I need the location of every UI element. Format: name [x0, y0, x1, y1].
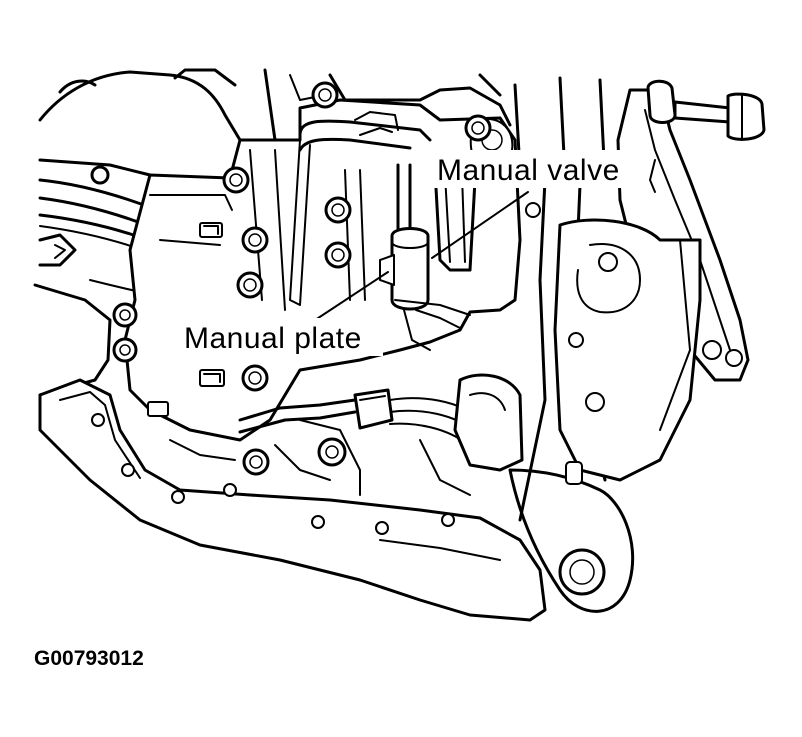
valve-body-bolts: [90, 81, 492, 476]
manual-valve-label: Manual valve: [437, 154, 620, 187]
figure-id: G00793012: [34, 647, 144, 670]
manual-plate-label: Manual plate: [184, 322, 362, 355]
manual-valve-label-bg: [433, 150, 638, 188]
manual-plate-label-bg: [180, 318, 383, 356]
transmission-case-illustration: [33, 68, 766, 622]
